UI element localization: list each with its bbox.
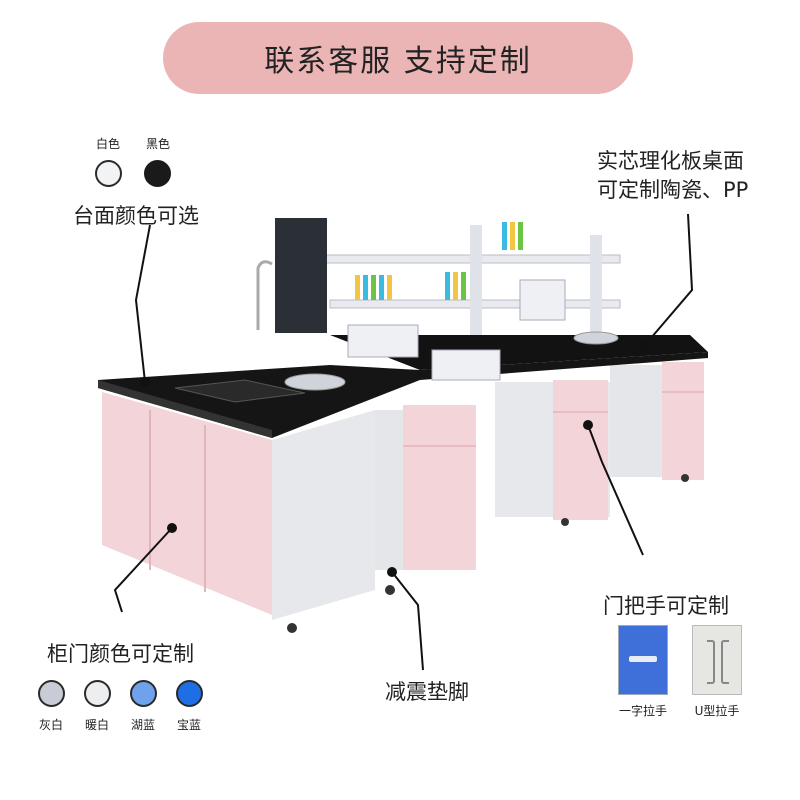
u-handle-icon-right [721,640,729,684]
handle-option-u[interactable] [692,625,742,695]
drying-rack [275,218,327,333]
top-color-title: 台面颜色可选 [73,204,199,228]
top-color-swatch-black[interactable] [144,160,171,187]
middle-drawer-cabinet [553,380,608,520]
door-color-name-1: 灰白 [38,718,63,732]
door-color-swatch-lake-blue[interactable] [130,680,157,707]
bar-handle-icon [629,656,657,662]
door-color-swatch-warm-white[interactable] [84,680,111,707]
door-color-name-3: 湖蓝 [130,718,155,732]
door-color-swatch-royal-blue[interactable] [176,680,203,707]
handle-option-bar[interactable] [618,625,668,695]
instrument-box [347,324,419,358]
top-color-name-black: 黑色 [145,137,170,151]
pointer-dots [140,340,650,577]
door-color-name-2: 暖白 [84,718,109,732]
top-color-name-white: 白色 [95,137,120,151]
rear-countertop [330,335,708,370]
u-handle-icon [707,640,715,684]
microscope [519,279,566,321]
top-color-swatch-white[interactable] [95,160,122,187]
contact-banner[interactable]: 联系客服 支持定制 [163,22,633,94]
door-color-name-4: 宝蓝 [176,718,201,732]
banner-text: 联系客服 支持定制 [264,44,532,79]
door-color-title: 柜门颜色可定制 [47,642,194,666]
countertop-note-line2: 可定制陶瓷、PP [597,178,749,202]
faucet [256,260,273,330]
sink [174,379,306,403]
feet-note: 减震垫脚 [385,680,469,704]
handle-name-u: U型拉手 [694,704,740,718]
right-drawer-cabinet [662,362,704,480]
foot [287,623,297,633]
handle-name-bar: 一字拉手 [618,704,667,718]
left-cabinet-side [272,410,375,620]
pointer-lines [113,213,694,671]
door-color-swatch-gray-white[interactable] [38,680,65,707]
handles-title: 门把手可定制 [603,594,729,618]
front-countertop [98,352,708,438]
test-tubes [355,222,523,300]
center-drawer-cabinet [403,405,476,570]
countertop-note-line1: 实芯理化板桌面 [597,149,744,173]
